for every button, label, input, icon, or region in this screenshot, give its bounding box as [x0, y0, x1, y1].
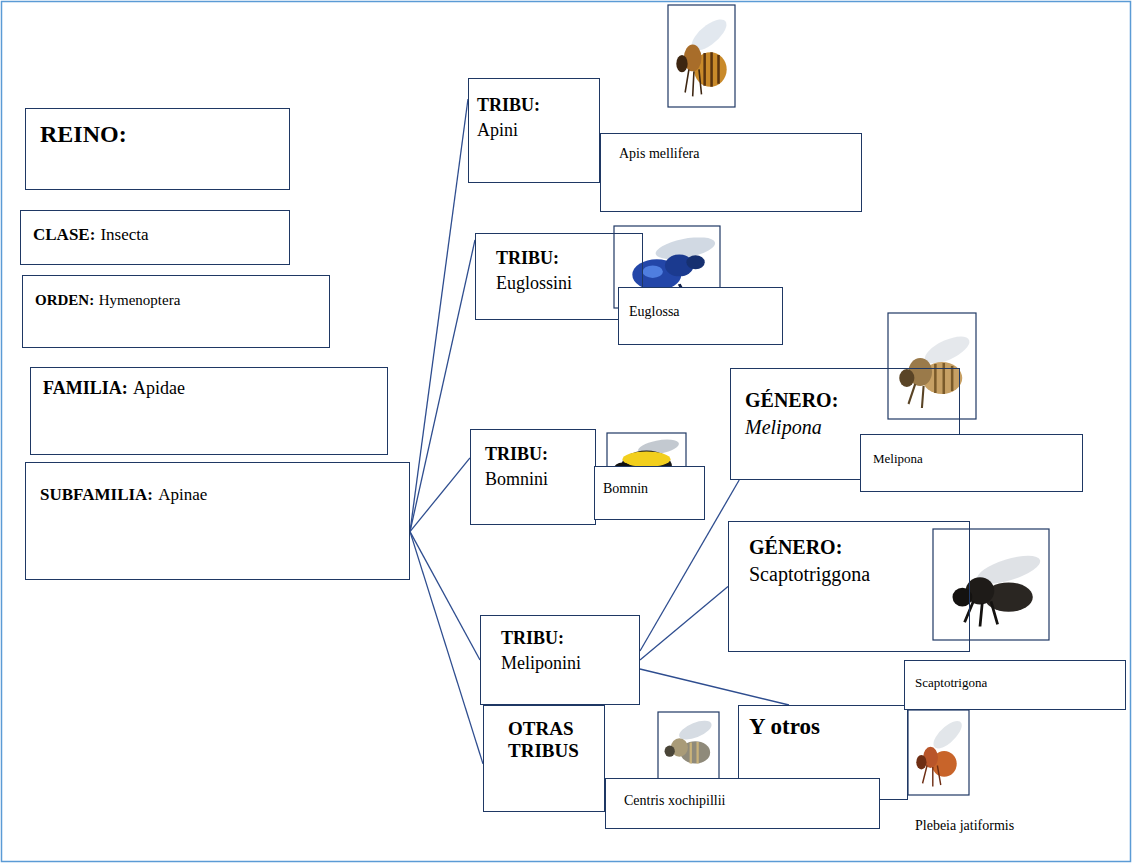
- branch-line: [410, 99, 468, 532]
- caption-box: Apis mellifera: [600, 133, 862, 212]
- species-caption: Melipona: [873, 451, 923, 466]
- species-caption: Bomnin: [603, 481, 648, 496]
- rank-label: TRIBU:: [477, 95, 591, 116]
- taxon-name: Apinae: [158, 485, 207, 504]
- rank-heading: OTRAS TRIBUS: [508, 718, 579, 761]
- taxon-name: Meliponini: [501, 653, 619, 674]
- taxon-box: TRIBU: Bomnini: [470, 429, 596, 525]
- taxon-box: FAMILIA:Apidae: [30, 367, 388, 455]
- rank-label: GÉNERO:: [745, 389, 945, 412]
- taxon-name: Apidae: [133, 378, 185, 398]
- taxon-box: OTRAS TRIBUS: [483, 705, 605, 812]
- caption-box: Bomnin: [594, 466, 705, 520]
- taxon-box: REINO:: [25, 108, 290, 190]
- branch-line: [640, 669, 789, 705]
- rank-label: TRIBU:: [485, 444, 581, 465]
- taxon-name: Apini: [477, 120, 591, 141]
- species-caption: Euglossa: [629, 304, 680, 319]
- taxon-name: Scaptotriggona: [749, 563, 949, 586]
- bee-picture: [888, 313, 976, 419]
- branch-line: [640, 587, 728, 661]
- taxon-box: SUBFAMILIA: Apinae: [25, 462, 410, 580]
- species-caption: Scaptotrigona: [915, 675, 987, 690]
- branch-line: [410, 532, 480, 660]
- taxon-box: GÉNERO: Scaptotriggona: [728, 521, 970, 652]
- taxon-name: Insecta: [100, 225, 148, 244]
- rank-label: SUBFAMILIA:: [40, 485, 153, 504]
- bee-picture: [668, 5, 735, 107]
- rank-label: TRIBU:: [496, 248, 622, 269]
- caption-box: Euglossa: [618, 287, 783, 345]
- branch-line: [410, 532, 483, 764]
- taxon-name: Euglossini: [496, 273, 622, 294]
- species-caption: Apis mellifera: [619, 146, 699, 161]
- rank-label: GÉNERO:: [749, 536, 949, 559]
- taxon-box: TRIBU: Apini: [468, 78, 600, 183]
- rank-heading: REINO:: [40, 121, 127, 147]
- caption-box: Scaptotrigona: [904, 660, 1126, 710]
- caption-box: Centris xochipillii: [605, 778, 880, 829]
- species-caption: Centris xochipillii: [624, 793, 726, 808]
- bee-picture: [908, 710, 969, 795]
- rank-label: CLASE:: [33, 225, 95, 244]
- rank-label: ORDEN:: [35, 292, 94, 308]
- taxon-box: TRIBU: Meliponini: [480, 615, 640, 705]
- rank-label: FAMILIA:: [43, 378, 128, 398]
- taxon-box: CLASE: Insecta: [20, 210, 290, 265]
- taxon-name: Hymenoptera: [99, 292, 181, 308]
- taxon-name: Bomnini: [485, 469, 581, 490]
- species-caption: Plebeia jatiformis: [915, 818, 1014, 834]
- bee-picture: [933, 529, 1049, 640]
- rank-heading: Y otros: [749, 714, 820, 739]
- branch-line: [410, 240, 475, 532]
- rank-label: TRIBU:: [501, 628, 619, 649]
- caption-box: Melipona: [860, 434, 1083, 492]
- taxon-box: ORDEN: Hymenoptera: [22, 275, 330, 348]
- branch-line: [410, 458, 470, 532]
